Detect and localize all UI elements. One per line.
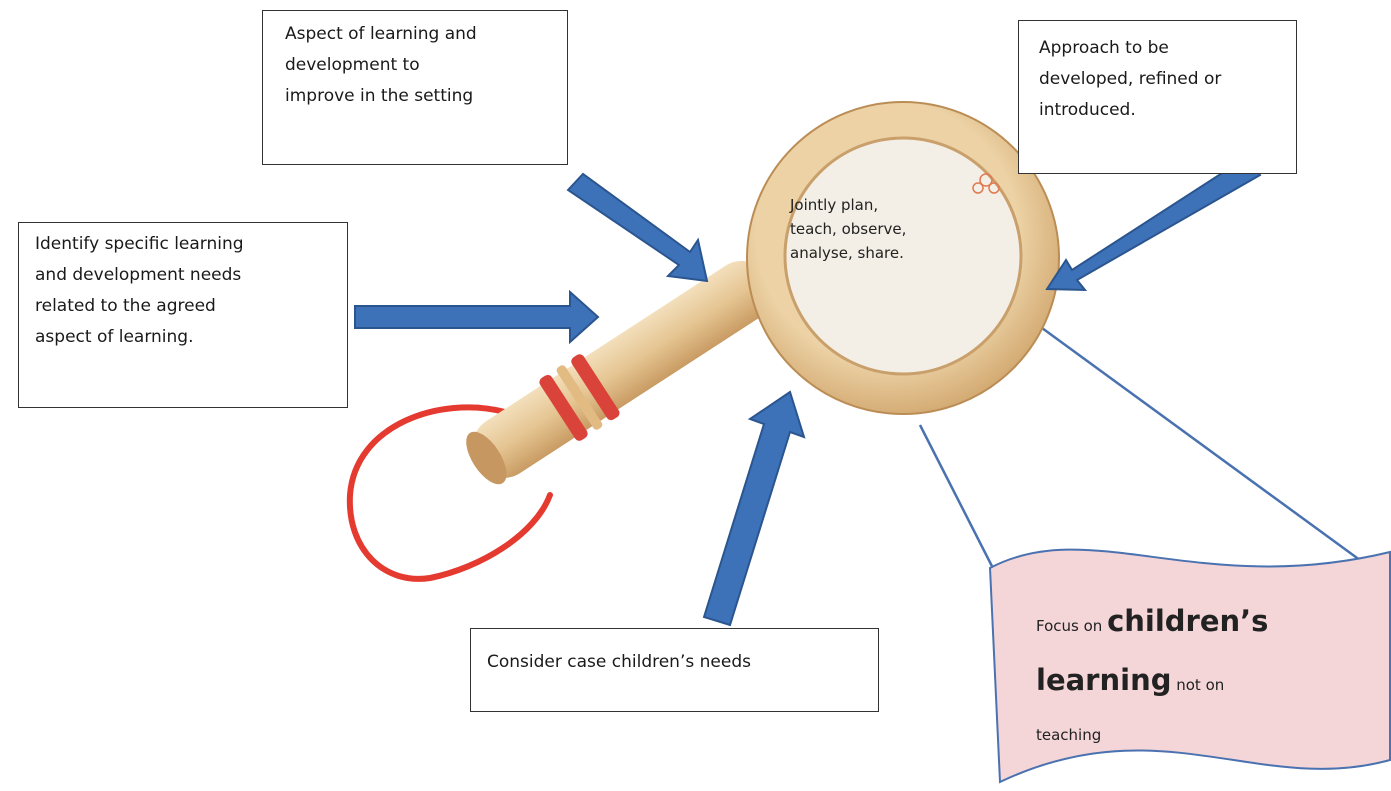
ring-stamp-mark: [972, 173, 1000, 194]
focus-line-1: Focus on children’s: [1036, 594, 1356, 653]
consider-box: Consider case children’s needs: [470, 628, 879, 712]
magnifying-glass-icon: [346, 101, 1060, 582]
approach-box: Approach to be developed, refined or int…: [1018, 20, 1297, 174]
arrow-from-consider: [702, 390, 806, 627]
callout-pointer-lines: [918, 326, 1391, 584]
red-string-loop: [346, 404, 553, 582]
focus-part-1: Focus on: [1036, 617, 1108, 635]
focus-line-2: learning not on: [1036, 653, 1356, 712]
lens-center-text: Jointly plan, teach, observe, analyse, s…: [790, 196, 907, 262]
focus-callout-shape: [988, 548, 1391, 784]
focus-part-3: learning: [1036, 663, 1172, 697]
focus-callout-text: Focus on children’s learning not on teac…: [1036, 594, 1356, 758]
focus-part-4: not on: [1171, 676, 1225, 694]
aspect-box: Aspect of learning and development to im…: [262, 10, 568, 165]
arrow-from-aspect: [566, 172, 709, 283]
focus-part-2: children’s: [1107, 604, 1269, 638]
arrow-from-identify: [354, 289, 600, 345]
lens-glass: [783, 136, 1023, 376]
handle-body: [472, 261, 773, 478]
identify-box: Identify specific learning and developme…: [18, 222, 348, 408]
focus-part-5: teaching: [1036, 726, 1102, 744]
arrow-from-approach: [1045, 155, 1262, 292]
